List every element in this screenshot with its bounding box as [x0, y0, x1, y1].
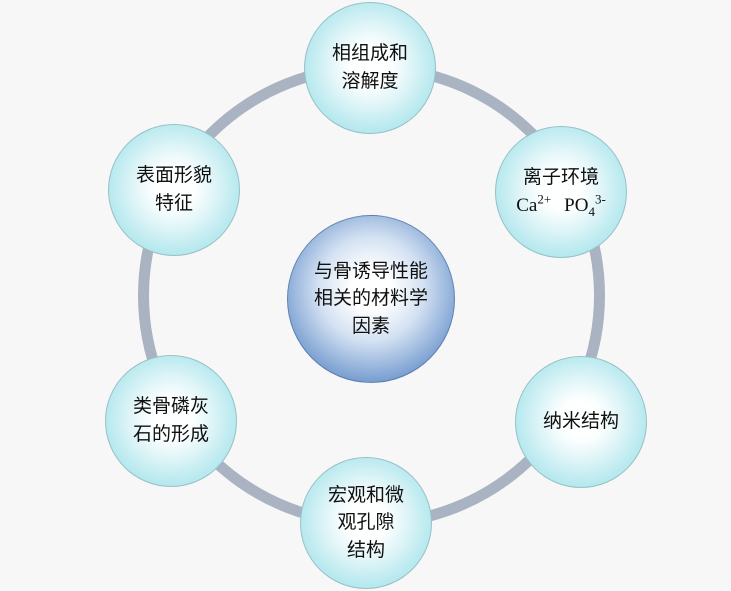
ion-formula-po-charge: 3- [594, 191, 606, 207]
node-apatite-formation: 类骨磷灰 石的形成 [105, 355, 237, 487]
ion-formula-po: PO [564, 194, 589, 216]
node-apatite-formation-label: 类骨磷灰 石的形成 [132, 396, 209, 445]
node-nano-structure: 纳米结构 [515, 356, 647, 488]
ion-formula: Ca2+ PO43- [516, 193, 606, 220]
node-surface-morphology-label: 表面形貌 特征 [135, 165, 212, 214]
node-phase-composition: 相组成和 溶解度 [304, 2, 436, 134]
ion-formula-ca-charge: 2+ [537, 191, 552, 207]
node-nano-structure-label: 纳米结构 [542, 411, 619, 433]
center-node-label: 与骨诱导性能 相关的材料学 因素 [313, 260, 428, 337]
center-node: 与骨诱导性能 相关的材料学 因素 [287, 215, 455, 383]
ion-formula-po-subscript: 4 [588, 203, 595, 219]
node-pore-structure: 宏观和微 观孔隙 结构 [300, 457, 432, 589]
node-ionic-environment-label: 离子环境 [522, 167, 599, 189]
ion-formula-ca: Ca [516, 194, 538, 216]
node-ionic-environment: 离子环境 Ca2+ PO43- [495, 126, 627, 258]
node-surface-morphology: 表面形貌 特征 [108, 124, 240, 256]
node-phase-composition-label: 相组成和 溶解度 [331, 43, 408, 92]
node-pore-structure-label: 宏观和微 观孔隙 结构 [327, 484, 404, 561]
